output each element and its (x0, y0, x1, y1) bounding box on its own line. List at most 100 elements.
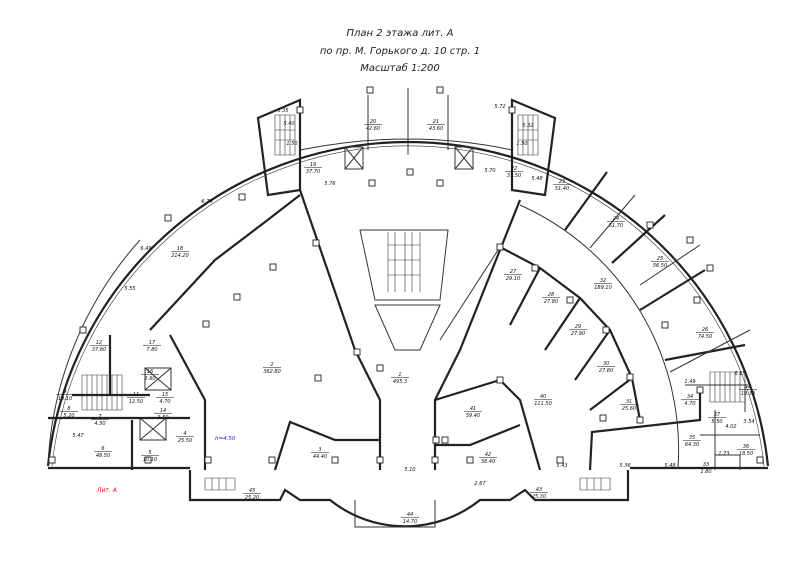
room-number: 1 (398, 372, 401, 378)
column (706, 264, 714, 272)
room-label: 375.50 (708, 412, 726, 425)
dimension-label: 5.48 (664, 463, 675, 469)
dimension-label: 5.48 (531, 176, 542, 182)
room-area: 48.50 (96, 453, 110, 459)
dimension-label: 5.35 (277, 108, 288, 114)
columns (48, 86, 764, 464)
column (599, 414, 607, 422)
room-area: 64.30 (685, 442, 699, 448)
room-area: 495.3 (393, 379, 407, 385)
room-number: 20 (370, 119, 376, 125)
dimension-label: 6.15 (734, 371, 745, 377)
column (296, 106, 304, 114)
room-number: 7 (98, 414, 102, 420)
column (566, 296, 574, 304)
dimension-label: 5.43 (556, 463, 567, 469)
room-area: 12.50 (129, 399, 143, 405)
column (314, 374, 322, 382)
room-label: 85.20 (60, 406, 78, 419)
dimension-label: 5.55 (124, 286, 135, 292)
column (693, 296, 701, 304)
room-number: 29 (575, 324, 581, 330)
room-number: 28 (548, 292, 554, 298)
room-number: 18 (177, 246, 183, 252)
room-label: 344.70 (681, 394, 699, 407)
dimension-label: 5.40 (283, 121, 294, 127)
room-number: 37 (714, 412, 721, 418)
room-number: 3 (318, 447, 321, 453)
room-area: 10.10 (143, 457, 157, 463)
dimension-label: 5.36 (619, 463, 630, 469)
room-number: 38 (745, 384, 751, 390)
column (376, 456, 384, 464)
column (496, 243, 504, 251)
room-area: 5.20 (63, 413, 74, 419)
column (268, 456, 276, 464)
room-label: 510.10 (141, 450, 159, 463)
room-number: 11 (133, 392, 139, 398)
room-number: 32 (600, 278, 606, 284)
column (79, 326, 87, 334)
column (626, 373, 634, 381)
room-labels: 1495.32362.80344.40425.50510.10648.5074.… (56, 119, 757, 525)
column (331, 456, 339, 464)
room-number: 21 (433, 119, 439, 125)
column (312, 239, 320, 247)
room-number: 26 (702, 327, 708, 333)
room-number: 4 (183, 431, 186, 437)
column (144, 456, 152, 464)
room-area: 38.40 (481, 459, 495, 465)
room-area: 37.80 (92, 347, 106, 353)
room-area: 3.50 (157, 415, 168, 421)
room-area: 19.30 (741, 391, 755, 397)
column (366, 86, 374, 94)
column (661, 321, 669, 329)
ceiling-height-label: h=4.50 (215, 436, 236, 442)
room-number: 19 (310, 162, 316, 168)
walls (46, 88, 770, 528)
room-area: 18.50 (739, 451, 753, 457)
litera-label: Лит. А (96, 487, 117, 494)
room-area: 27.80 (599, 368, 613, 374)
room-number: 22 (511, 166, 517, 172)
room-area: 37.70 (306, 169, 320, 175)
room-label: 143.50 (154, 408, 172, 421)
column (602, 326, 610, 334)
room-area: 51.70 (609, 223, 623, 229)
dimension-label: 1.50 (516, 141, 527, 147)
column (432, 436, 440, 444)
column (436, 86, 444, 94)
room-area: 29.10 (506, 276, 520, 282)
room-number: 43 (536, 487, 542, 493)
dimension-label: 2.67 (474, 481, 486, 487)
column (368, 179, 376, 187)
room-area: 27.80 (544, 299, 558, 305)
room-label: 74.50 (91, 414, 109, 427)
room-area: 56.50 (653, 263, 667, 269)
room-number: 34 (687, 394, 693, 400)
room-number: 23 (559, 179, 565, 185)
dimension-label: 6.74 (201, 199, 212, 205)
column (269, 263, 277, 271)
dimension-label: 3.54 (743, 419, 754, 425)
column (496, 376, 504, 384)
dimension-label: 5.72 (494, 104, 505, 110)
room-area: 1.80 (700, 469, 711, 475)
room-number: 9 (63, 389, 66, 395)
plan-title: План 2 этажа лит. А (346, 28, 454, 39)
room-number: 12 (96, 340, 102, 346)
room-area: 44.40 (313, 454, 327, 460)
room-number: 16 (147, 369, 153, 375)
